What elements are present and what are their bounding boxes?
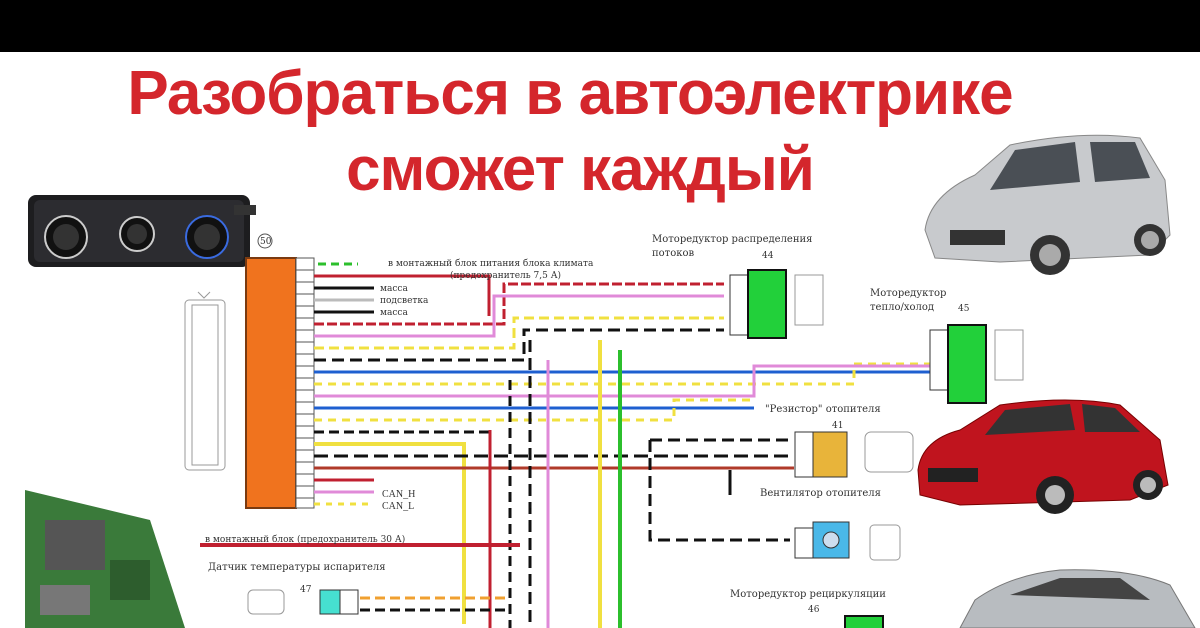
label-resistor: "Резистор" отопителя — [765, 404, 881, 415]
label-fan: Вентилятор отопителя — [760, 488, 881, 499]
label-evap-sensor: Датчик температуры испарителя — [208, 562, 386, 573]
connector-drawing-left — [184, 291, 226, 471]
main-block-pins — [295, 257, 315, 509]
resistor-number: 41 — [832, 421, 843, 431]
top-black-bar — [0, 0, 1200, 52]
label-power-fuse: (предохранитель 7,5 А) — [450, 270, 561, 281]
main-block-number: 50 — [260, 237, 272, 247]
label-ground-1: масса — [380, 284, 408, 294]
label-ground-2: масса — [380, 308, 408, 318]
evap-sensor-component — [247, 589, 359, 615]
headline-line-2: сможет каждый — [346, 135, 815, 204]
label-fuse-30a: в монтажный блок (предохранитель 30 А) — [205, 534, 405, 545]
flow-motor-component — [729, 269, 824, 339]
label-flow-motor: Моторедуктор распределения — [652, 234, 813, 245]
climate-control-panel-image — [28, 195, 256, 267]
fan-component — [794, 521, 901, 561]
label-flow-motor-2: потоков — [652, 248, 695, 259]
label-temp-motor-2: тепло/холод — [870, 302, 934, 313]
label-power-feed: в монтажный блок питания блока климата — [388, 258, 594, 269]
temp-motor-number: 45 — [958, 304, 970, 314]
label-can-h: CAN_H — [382, 489, 415, 500]
label-recirc-motor: Моторедуктор рециркуляции — [730, 589, 886, 600]
recirc-motor-component — [844, 615, 884, 628]
recirc-motor-number: 46 — [808, 605, 820, 615]
circuit-board-image — [25, 490, 185, 628]
flow-motor-number: 44 — [762, 251, 774, 261]
temp-motor-component — [929, 324, 1024, 404]
silver-sedan-car-image — [959, 569, 1196, 628]
evap-sensor-number: 47 — [300, 585, 312, 595]
red-sedan-car-image — [917, 399, 1169, 514]
resistor-component — [794, 431, 914, 478]
headline-line-1: Разобраться в автоэлектрике — [127, 59, 1013, 128]
label-can-l: CAN_L — [382, 501, 414, 512]
label-backlight: подсветка — [380, 296, 429, 306]
silver-hatchback-car-image — [924, 134, 1171, 275]
label-temp-motor: Моторедуктор — [870, 288, 946, 299]
main-block — [245, 257, 297, 509]
